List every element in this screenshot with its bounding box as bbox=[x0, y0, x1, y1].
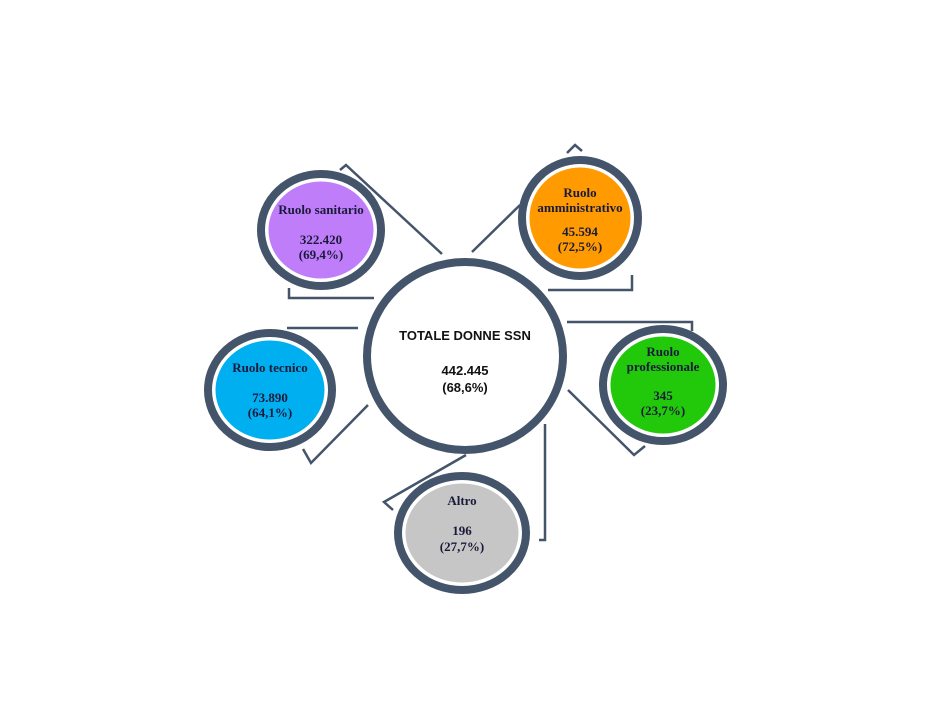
tecnico-value: 73.890 bbox=[252, 390, 288, 405]
connector-altro-right bbox=[539, 424, 547, 542]
center-value: 442.445 bbox=[442, 363, 489, 378]
center-title: TOTALE DONNE SSN bbox=[399, 328, 531, 343]
connector-amministrativo-left bbox=[471, 204, 521, 253]
node-ruolo-tecnico: Ruolo tecnico 73.890 (64,1%) bbox=[204, 329, 336, 451]
professionale-percent: (23,7%) bbox=[641, 403, 685, 418]
amministrativo-percent: (72,5%) bbox=[558, 239, 602, 254]
tecnico-label: Ruolo tecnico bbox=[232, 360, 307, 375]
node-ruolo-sanitario: Ruolo sanitario 322.420 (69,4%) bbox=[257, 170, 385, 290]
sanitario-label: Ruolo sanitario bbox=[278, 202, 364, 217]
connector-sanitario-top bbox=[339, 163, 443, 255]
professionale-label-1: Ruolo bbox=[646, 344, 679, 359]
amministrativo-label-1: Ruolo bbox=[563, 185, 596, 200]
connector-tecnico-bottom bbox=[301, 404, 369, 466]
node-ruolo-amministrativo: Ruolo amministrativo 45.594 (72,5%) bbox=[518, 156, 642, 280]
connectors bbox=[287, 143, 694, 542]
amministrativo-label-2: amministrativo bbox=[537, 200, 622, 215]
connector-professionale-top bbox=[567, 320, 694, 331]
professionale-value: 345 bbox=[653, 388, 673, 403]
altro-percent: (27,7%) bbox=[440, 539, 484, 554]
sanitario-value: 322.420 bbox=[300, 232, 342, 247]
amministrativo-value: 45.594 bbox=[562, 224, 598, 239]
connector-amministrativo-top bbox=[566, 143, 583, 154]
professionale-label-2: professionale bbox=[627, 359, 700, 374]
center-node: TOTALE DONNE SSN 442.445 (68,6%) bbox=[363, 258, 567, 454]
node-altro: Altro 196 (27,7%) bbox=[394, 472, 530, 594]
connector-altro-left bbox=[381, 453, 467, 511]
connector-amministrativo-bottom bbox=[548, 275, 634, 292]
node-ruolo-professionale: Ruolo professionale 345 (23,7%) bbox=[599, 325, 727, 445]
center-percent: (68,6%) bbox=[442, 380, 488, 395]
sanitario-percent: (69,4%) bbox=[299, 247, 343, 262]
tecnico-percent: (64,1%) bbox=[248, 405, 292, 420]
connector-sanitario-bottom bbox=[287, 288, 374, 300]
altro-label: Altro bbox=[447, 493, 476, 508]
altro-value: 196 bbox=[452, 523, 472, 538]
connector-professionale-bottom bbox=[567, 389, 646, 457]
